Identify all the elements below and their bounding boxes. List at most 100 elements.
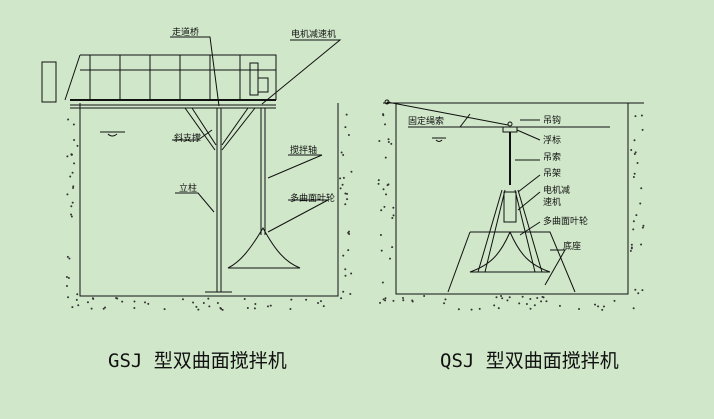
soil-dot [72, 187, 75, 190]
soil-dot [379, 301, 382, 304]
soil-dot [390, 142, 393, 145]
soil-dot [634, 115, 637, 118]
soil-dot [411, 299, 414, 302]
gsj-drawing [41, 36, 342, 297]
hook [507, 121, 513, 127]
soil-dot [342, 290, 345, 293]
soil-dot [613, 299, 616, 302]
soil-dot [115, 297, 118, 300]
soil-dot [387, 141, 390, 144]
soil-dot [380, 209, 383, 212]
soil-dot [66, 255, 69, 258]
soil-dot [65, 284, 68, 287]
soil-dot [86, 301, 89, 304]
soil-dot [70, 215, 73, 218]
soil-dot [541, 295, 544, 298]
control-cabinet [41, 61, 57, 103]
soil-dot [597, 305, 600, 308]
soil-dot [144, 301, 147, 304]
soil-dot [347, 230, 350, 233]
label-impeller-right: 多曲面叶轮 [543, 215, 588, 227]
soil-dot [533, 304, 536, 307]
soil-dot [632, 220, 635, 223]
soil-dot [381, 281, 384, 284]
soil-dot [253, 307, 256, 310]
soil-dot [383, 205, 386, 208]
label-hook: 吊钩 [543, 114, 561, 126]
soil-dot [641, 128, 644, 131]
soil-dot [349, 292, 352, 295]
soil-dot [640, 243, 643, 246]
soil-dot [266, 305, 269, 308]
soil-dot [529, 307, 532, 310]
soil-dot [344, 192, 347, 195]
soil-dot [632, 228, 635, 231]
label-walkway-bridge: 走道桥 [172, 26, 199, 38]
soil-dot [66, 155, 69, 158]
soil-dot [386, 184, 389, 187]
soil-dot [508, 296, 511, 299]
soil-dot [77, 304, 80, 307]
soil-dot [521, 295, 524, 298]
soil-dot [377, 179, 380, 182]
soil-dot [392, 206, 395, 209]
qsj-drawing [383, 99, 644, 295]
label-mixing-shaft: 搅拌轴 [290, 144, 317, 156]
soil-dot [341, 183, 344, 186]
soil-dot [346, 192, 349, 195]
soil-dot [602, 305, 605, 308]
soil-dot [384, 156, 387, 159]
soil-dot [92, 297, 95, 300]
soil-dot [342, 254, 345, 257]
soil-dot [640, 187, 643, 190]
soil-dot [642, 224, 645, 227]
soil-dot [76, 144, 79, 147]
soil-dot [443, 302, 446, 305]
soil-dot [558, 304, 561, 307]
soil-dot [347, 249, 350, 252]
soil-dot [340, 297, 343, 300]
motor-reducer [503, 191, 517, 223]
soil-dot [216, 302, 219, 305]
soil-dot [382, 298, 385, 301]
motor [249, 62, 259, 96]
mixing-shaft [260, 108, 266, 235]
soil-dot [322, 305, 325, 308]
soil-dot [346, 198, 349, 201]
soil-dot [269, 304, 272, 307]
soil-dot [635, 214, 638, 217]
soil-dot [344, 268, 347, 271]
soil-dot [387, 138, 390, 141]
soil-dot [347, 134, 350, 137]
soil-dot [68, 257, 71, 260]
soil-dot [290, 298, 293, 301]
soil-dot [478, 307, 481, 310]
soil-dot [71, 201, 74, 204]
soil-dot [525, 302, 528, 305]
soil-dot [391, 216, 394, 219]
soil-dot [506, 299, 509, 302]
soil-dot [641, 289, 644, 292]
soil-dot [630, 246, 633, 249]
soil-dot [392, 214, 395, 217]
soil-dot [545, 300, 548, 303]
soil-dot [501, 297, 504, 300]
soil-dot [630, 148, 633, 151]
soil-dot [633, 139, 636, 142]
hanger [477, 189, 543, 273]
soil-dot [342, 176, 345, 179]
soil-dot [380, 249, 383, 252]
soil-dot [254, 302, 257, 305]
soil-dot [181, 298, 184, 301]
soil-dot [378, 139, 381, 142]
soil-dot [207, 297, 210, 300]
walkway-railing [64, 54, 277, 101]
soil-dot [339, 177, 342, 180]
soil-dot [384, 123, 387, 126]
soil-dot [339, 187, 342, 190]
soil-dot [66, 193, 69, 196]
soil-dot [382, 114, 385, 117]
soil-dot [197, 308, 200, 311]
soil-hatching [65, 113, 645, 311]
